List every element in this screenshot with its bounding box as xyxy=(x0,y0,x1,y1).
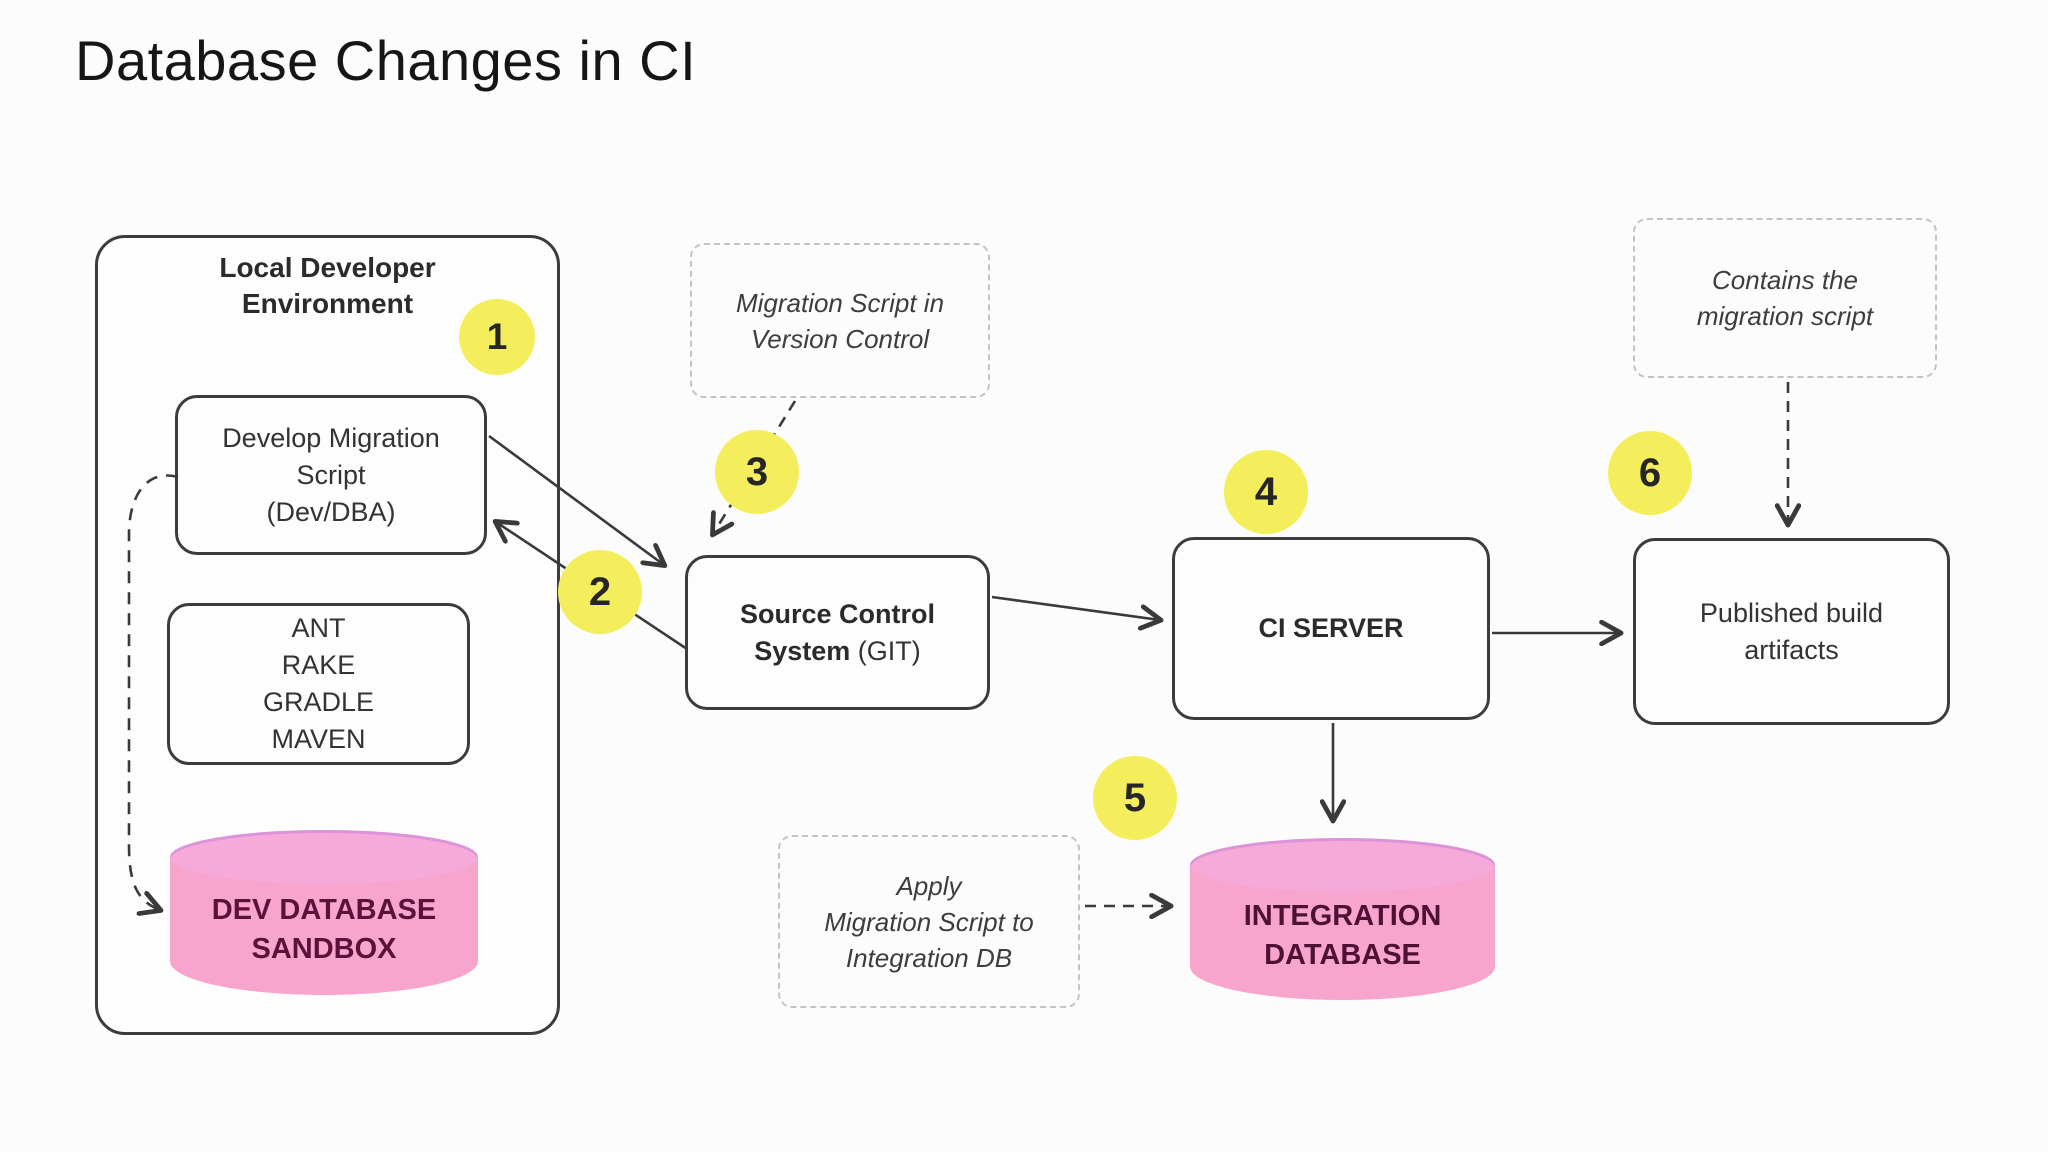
note-apply-line2: Migration Script to xyxy=(824,906,1034,937)
node-published-artifacts: Published build artifacts xyxy=(1633,538,1950,725)
step-badge-3: 3 xyxy=(715,430,799,514)
step-badge-2: 2 xyxy=(558,550,642,634)
dev-db-label-line1: DEV DATABASE xyxy=(211,893,437,926)
note-apply-line1: Apply xyxy=(896,870,962,901)
published-artifacts-line1: Published build xyxy=(1699,597,1884,628)
note-version-control-line1: Migration Script in xyxy=(735,287,945,318)
build-tool-rake: RAKE xyxy=(281,650,356,680)
dev-db-label: DEV DATABASE SANDBOX xyxy=(170,870,478,989)
dev-db-label-line2: SANDBOX xyxy=(251,932,397,965)
node-develop-migration-script: Develop Migration Script (Dev/DBA) xyxy=(175,395,487,555)
build-tool-ant: ANT xyxy=(291,613,346,643)
dev-db-cylinder-top xyxy=(170,830,478,884)
source-control-line1: Source Control xyxy=(739,598,935,629)
note-apply-line3: Integration DB xyxy=(845,942,1013,973)
node-build-tools: ANT RAKE GRADLE MAVEN xyxy=(167,603,470,765)
page-title: Database Changes in CI xyxy=(75,29,697,92)
build-tool-gradle: GRADLE xyxy=(262,687,375,717)
local-env-title: Local Developer Environment xyxy=(95,250,560,322)
step-badge-4: 4 xyxy=(1224,450,1308,534)
step-badge-1: 1 xyxy=(459,299,535,375)
local-env-title-line2: Environment xyxy=(241,288,414,319)
note-contains-line1: Contains the xyxy=(1712,265,1858,295)
source-control-line2-normal: (GIT) xyxy=(857,635,921,666)
develop-script-line3: (Dev/DBA) xyxy=(266,496,396,527)
node-source-control: Source Control System (GIT) xyxy=(685,555,990,710)
step-badge-6: 6 xyxy=(1608,431,1692,515)
arrow-source-control-to-ci-server xyxy=(991,595,1160,620)
source-control-line2: System (GIT) xyxy=(754,633,921,670)
local-env-title-line1: Local Developer xyxy=(219,252,436,283)
build-tool-maven: MAVEN xyxy=(271,724,366,754)
develop-script-line2: Script xyxy=(296,459,366,490)
integration-db-label-line1: INTEGRATION xyxy=(1243,900,1442,932)
integration-db-label: INTEGRATION DATABASE xyxy=(1190,878,1495,994)
source-control-line2-bold: System xyxy=(754,635,851,666)
note-contains-line2: migration script xyxy=(1696,301,1874,331)
integration-db-label-line2: DATABASE xyxy=(1264,939,1421,971)
node-integration-database: INTEGRATION DATABASE xyxy=(1190,838,1495,1000)
node-dev-database-sandbox: DEV DATABASE SANDBOX xyxy=(170,830,478,995)
develop-script-line1: Develop Migration xyxy=(222,422,440,453)
note-contains-script: Contains the migration script xyxy=(1633,218,1937,378)
ci-server-label: CI SERVER xyxy=(1258,613,1404,643)
note-version-control-line2: Version Control xyxy=(750,323,930,354)
integration-db-cylinder-top xyxy=(1190,838,1495,892)
step-badge-5: 5 xyxy=(1093,756,1177,840)
published-artifacts-line2: artifacts xyxy=(1744,634,1839,665)
note-version-control: Migration Script in Version Control xyxy=(690,243,990,398)
note-apply-script: Apply Migration Script to Integration DB xyxy=(778,835,1080,1008)
node-ci-server: CI SERVER xyxy=(1172,537,1490,720)
